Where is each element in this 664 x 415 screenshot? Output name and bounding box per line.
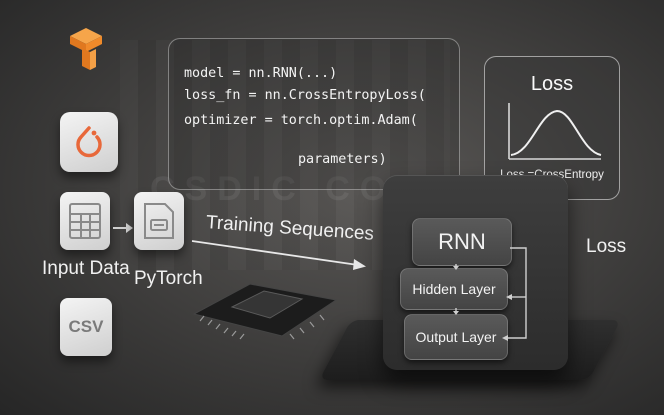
code-line-loss: loss_fn = nn.CrossEntropyLoss( [184,88,426,103]
loss-card-title: Loss [530,73,574,95]
code-panel [168,38,460,190]
code-line-model: model = nn.RNN(...) [184,66,338,81]
rnn-label: RNN [438,229,486,254]
csv-file-tile: CSV [60,298,112,356]
pytorch-flame-icon [76,126,102,158]
document-icon [144,203,174,239]
rnn-layer-box: RNN [412,218,512,266]
processor-chip-icon [192,283,338,340]
flow-arrow-icon [113,223,133,233]
spreadsheet-file-tile [60,192,110,250]
loss-curve-icon [508,103,602,160]
code-line-parameters: parameters) [298,152,387,167]
hidden-layer-box: Hidden Layer [400,268,508,310]
code-line-optimizer: optimizer = torch.optim.Adam( [184,113,418,128]
tensorflow-logo-icon [70,28,102,70]
pytorch-label: PyTorch [134,268,203,289]
csv-label: CSV [68,317,104,336]
spreadsheet-icon [69,203,101,239]
pytorch-tile [60,112,118,172]
training-arrow-icon [191,240,366,270]
layer-connectors [453,247,527,341]
side-loss-label: Loss [586,236,627,257]
hidden-layer-label: Hidden Layer [412,281,496,297]
output-layer-label: Output Layer [415,329,497,345]
pytorch-file-tile [134,192,184,250]
input-data-label: Input Data [42,258,130,279]
